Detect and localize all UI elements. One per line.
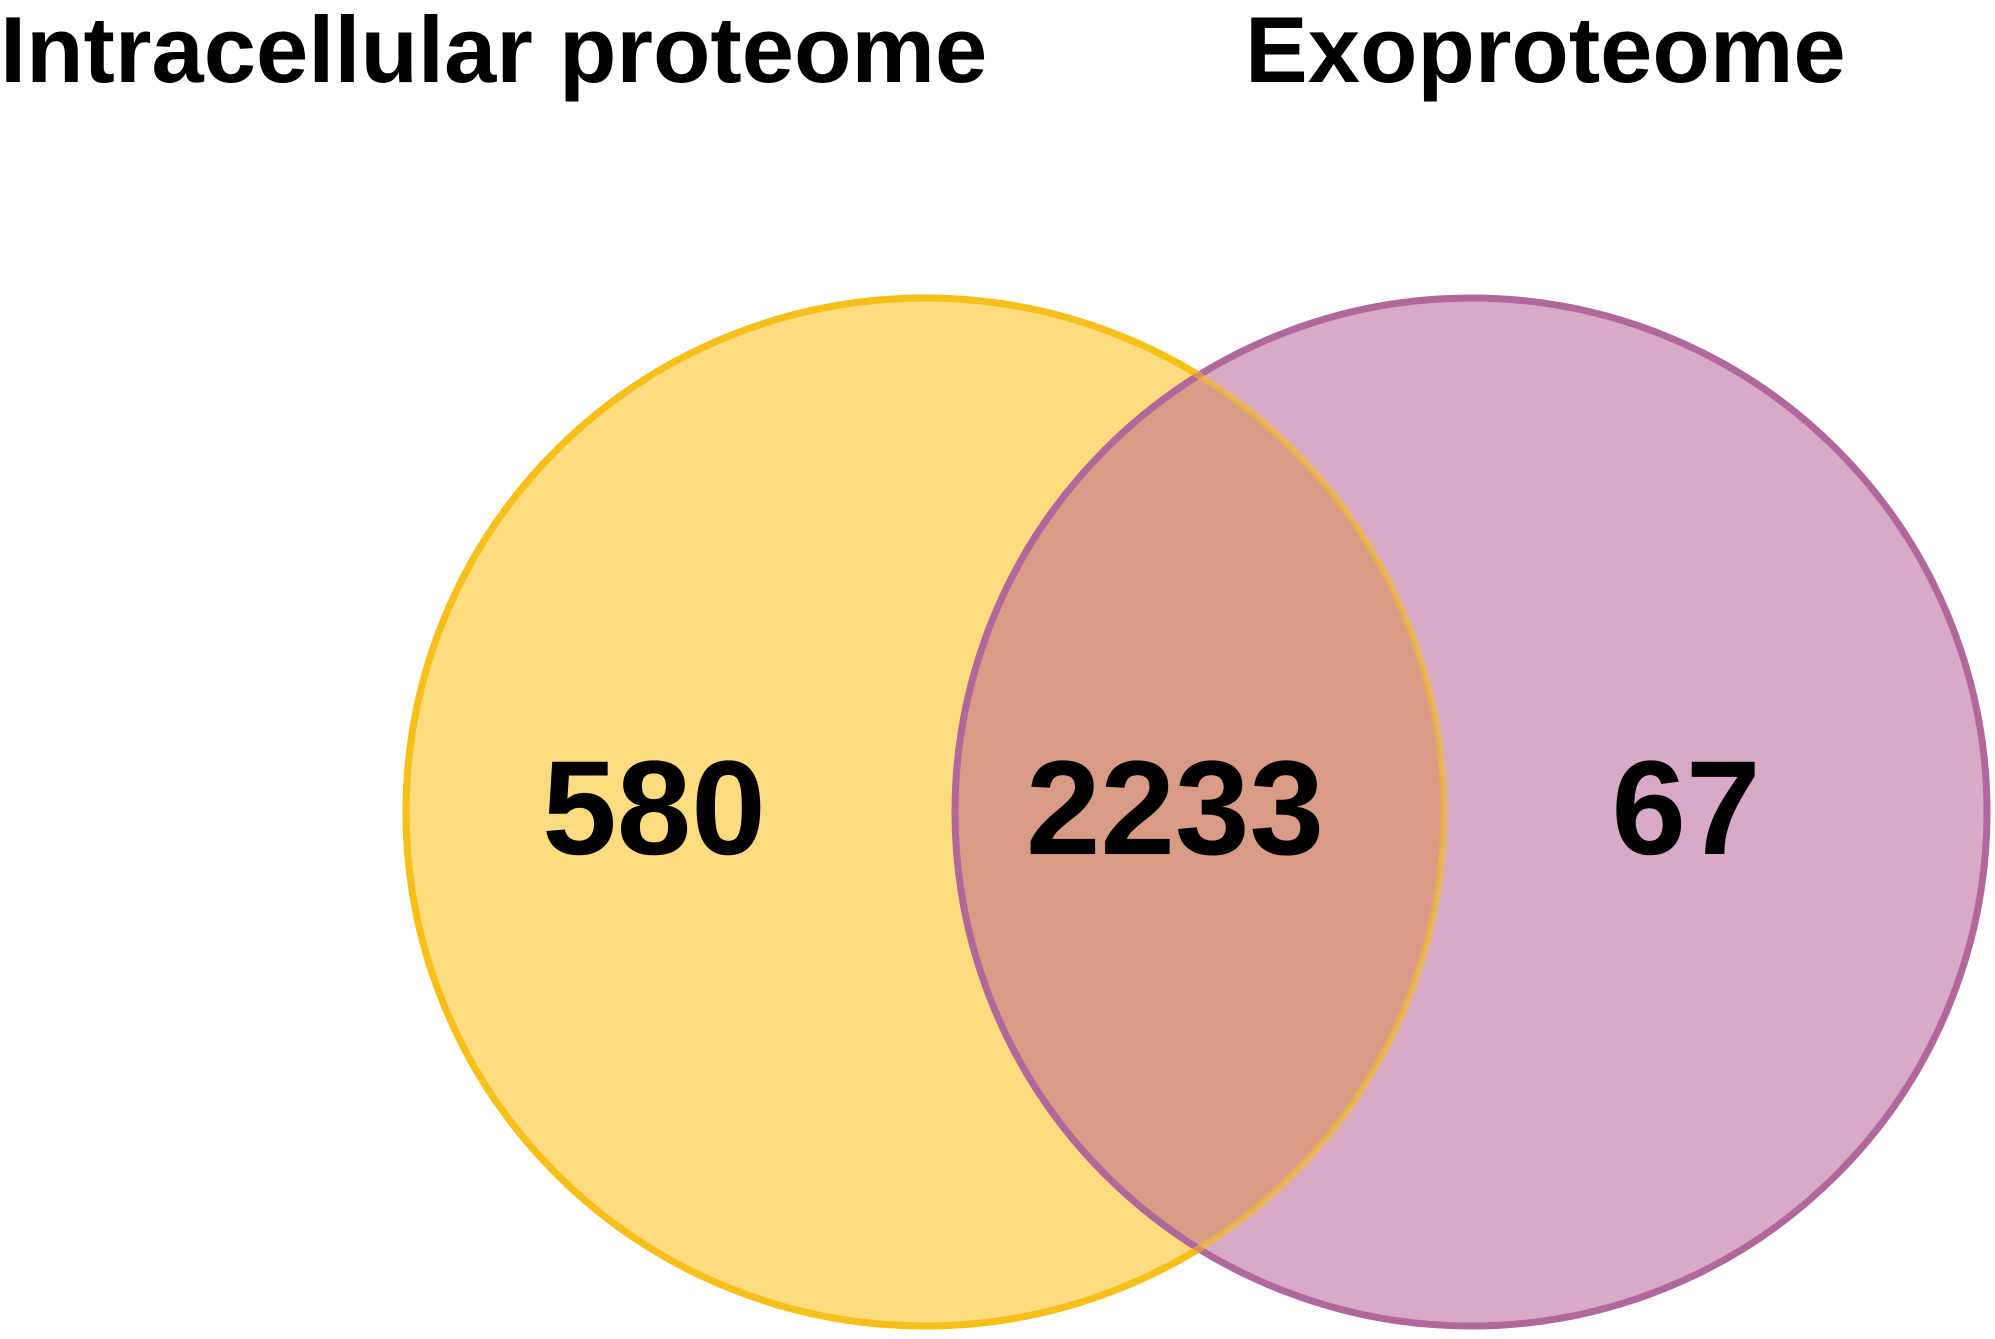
set-label-exoproteome: Exoproteome <box>1245 0 1846 102</box>
set-outline-exoproteome <box>951 294 1991 1330</box>
count-intracellular-only: 580 <box>542 734 766 883</box>
set-outline-intracellular <box>402 294 1448 1330</box>
count-intersection: 2233 <box>1026 734 1324 883</box>
count-exoproteome-only: 67 <box>1611 734 1760 883</box>
intersection-region <box>955 298 1444 1326</box>
set-label-intracellular-proteome: Intracellular proteome <box>0 0 988 102</box>
